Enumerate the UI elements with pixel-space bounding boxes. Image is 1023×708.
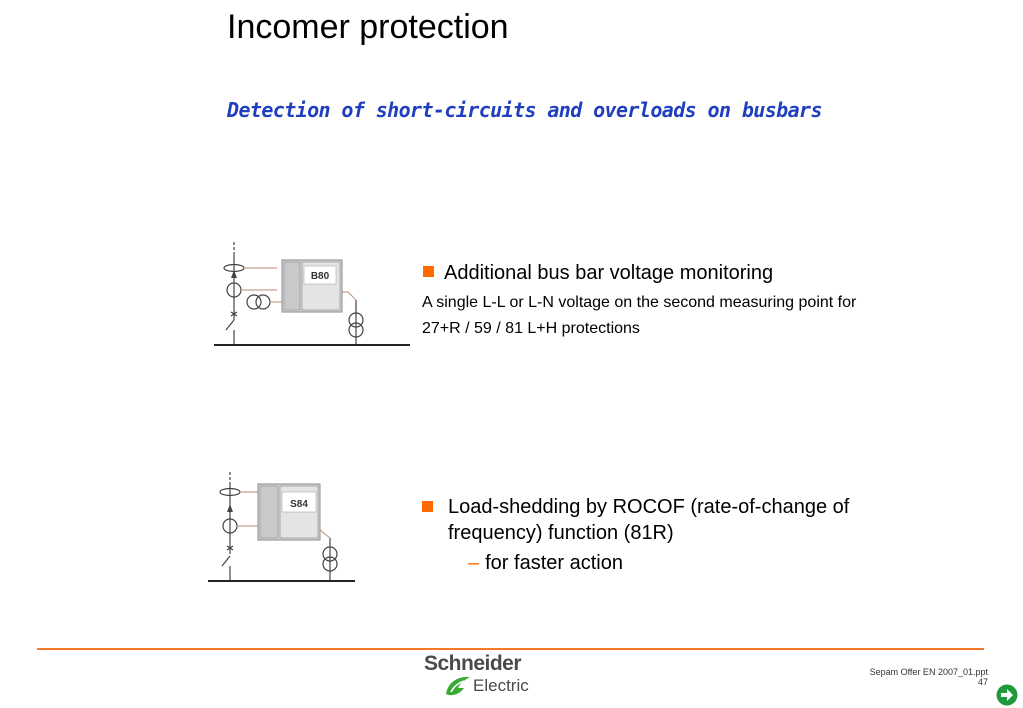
bottom-feature-heading-line1: Load-shedding by ROCOF (rate-of-change o…: [448, 496, 850, 518]
footer-filename: Sepam Offer EN 2007_01.ppt: [869, 667, 988, 677]
bottom-feature-heading-line2: frequency) function (81R): [448, 522, 674, 544]
orange-square-bullet-icon: [423, 266, 434, 278]
dash-bullet: –: [468, 552, 480, 574]
s84-relay-label: S84: [290, 499, 308, 510]
top-feature-block: Additional bus bar voltage monitoring A …: [422, 262, 982, 342]
slide-title: Incomer protection: [227, 8, 509, 46]
bottom-feature-block: Load-shedding by ROCOF (rate-of-change o…: [421, 494, 941, 576]
slide-subtitle: Detection of short-circuits and overload…: [227, 98, 823, 122]
page-number: 47: [977, 677, 988, 687]
top-feature-body-line1: A single L-L or L-N voltage on the secon…: [422, 294, 857, 311]
b80-relay-label: B80: [311, 271, 330, 282]
schneider-electric-logo: Schneider Electric: [422, 652, 538, 700]
logo-leaf-icon: [446, 676, 470, 696]
footer-divider: [37, 648, 984, 650]
top-feature-body-line2: 27+R / 59 / 81 L+H protections: [422, 320, 640, 337]
top-feature-heading: Additional bus bar voltage monitoring: [444, 262, 774, 284]
bottom-feature-subitem-text: for faster action: [485, 552, 623, 574]
s84-single-line-diagram: S84: [208, 472, 355, 582]
next-slide-arrow-icon[interactable]: [996, 684, 1018, 706]
orange-square-bullet-icon: [422, 501, 433, 512]
b80-single-line-diagram: B80: [214, 242, 410, 346]
bottom-feature-subitem: –for faster action: [468, 550, 941, 576]
logo-wordmark-bottom: Electric: [473, 676, 529, 695]
logo-wordmark-top: Schneider: [424, 652, 522, 675]
